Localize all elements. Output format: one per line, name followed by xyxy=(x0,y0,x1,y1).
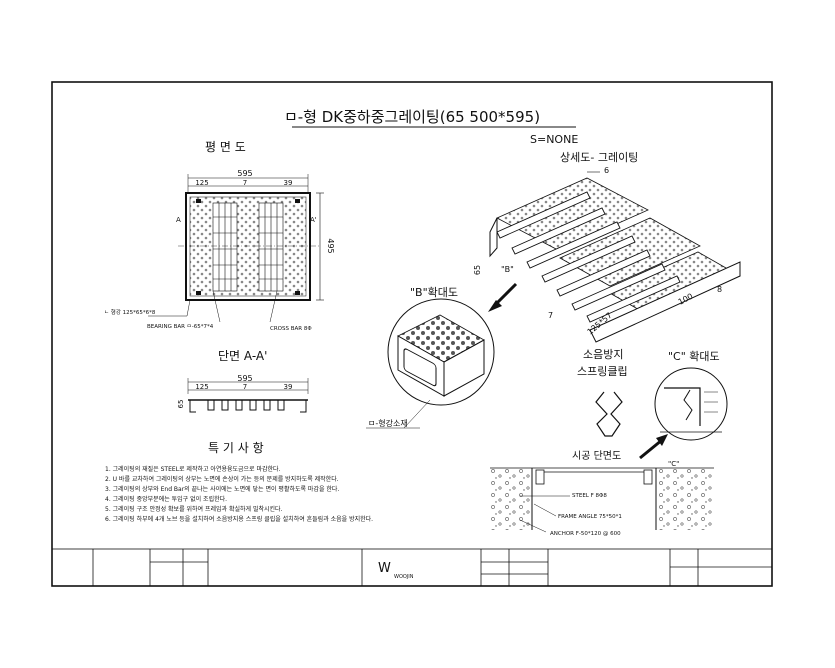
plan-seg-2: 7 xyxy=(243,179,247,187)
isometric-grating: 6 65 "B" 7 125*57 100 8 xyxy=(473,166,741,343)
section-mark-a-prime: A' xyxy=(310,216,317,224)
plan-height-dim: 495 xyxy=(326,238,335,253)
section-mark-a: A xyxy=(176,216,181,224)
clip-title-2: 스프링클립 xyxy=(577,365,628,378)
drawing-title: ㅁ-형 DK중하중그레이팅(65 500*595) xyxy=(284,108,540,126)
note-anchor: ANCHOR F-50*120 @ 600 xyxy=(550,531,621,537)
plan-width-dim: 595 xyxy=(237,169,252,178)
detail-dim-bar: 8 xyxy=(717,285,722,294)
spec-item: 6. 그레이팅 하부에 4개 노브 등을 설치하여 소음방지용 스프링 클립을 … xyxy=(105,515,373,523)
enlarge-b-label: ㅁ-형강소재 xyxy=(368,418,408,428)
enlarge-c-title: "C" 확대도 xyxy=(668,350,720,363)
detail-dim-height: 65 xyxy=(473,265,482,275)
note-frame-angle: ㄴ 형강 125*65*6*8 xyxy=(104,309,156,316)
section-seg-3: 39 xyxy=(284,383,293,391)
section-seg-1: 125 xyxy=(195,383,208,391)
callout-c-label: "C" xyxy=(668,460,679,468)
specs-list: 1. 그레이팅의 재질은 STEEL로 제작하고 아연용융도금으로 마감한다. … xyxy=(105,465,373,523)
install-title: 시공 단면도 xyxy=(572,450,621,462)
spec-item: 3. 그레이팅의 상부와 End Bar의 끝나는 사이에는 노면에 닿는 면이… xyxy=(105,485,339,493)
enlarge-b-title: "B"확대도 xyxy=(410,286,458,299)
enlarge-b-view xyxy=(366,298,495,429)
section-view: 595 125 7 39 65 xyxy=(177,374,309,413)
specs-title: 특 기 사 항 xyxy=(208,441,264,455)
plan-seg-1: 125 xyxy=(195,179,208,187)
spec-item: 5. 그레이팅 구조 안정성 확보를 위하여 프레임과 확실하게 밀착시킨다. xyxy=(105,505,283,513)
callout-b-label: "B" xyxy=(501,265,514,274)
company-name: WOOJIN xyxy=(394,574,414,580)
note-bearing-bar: BEARING BAR ㅁ-65*7*4 xyxy=(147,324,214,330)
clip-title-1: 소음방지 xyxy=(583,348,623,361)
arrow-c xyxy=(639,438,663,460)
spec-item: 2. U 바를 교차하여 그레이팅의 상부는 노면에 손상이 가는 등의 문제를… xyxy=(105,475,339,483)
plan-view: 595 125 7 39 A A' 495 ㄴ 형강 125*65* xyxy=(104,169,335,332)
spec-item: 1. 그레이팅의 재질은 STEEL로 제작하고 아연용융도금으로 마감한다. xyxy=(105,465,281,473)
plan-seg-3: 39 xyxy=(284,179,293,187)
install-section-view: "C" STEEL F 8Φ8 FRAME ANGLE 75*50*1 ANCH… xyxy=(490,460,714,537)
spring-clip-drawing xyxy=(595,391,623,437)
section-title: 단면 A-A' xyxy=(218,349,267,363)
spec-item: 4. 그레이팅 중앙부분에는 투입구 없이 조립한다. xyxy=(105,495,227,503)
note-cross-bar: CROSS BAR 8Φ xyxy=(270,326,312,332)
plan-title: 평 면 도 xyxy=(205,140,246,154)
section-height-dim: 65 xyxy=(177,400,185,409)
company-logo: W xyxy=(378,561,391,576)
note-steel: STEEL F 8Φ8 xyxy=(572,493,607,499)
section-width-dim: 595 xyxy=(237,374,252,383)
section-seg-2: 7 xyxy=(243,383,247,391)
detail-dim-gap: 7 xyxy=(548,311,553,320)
detail-dim-top: 6 xyxy=(604,166,609,175)
note-frame-angle-install: FRAME ANGLE 75*50*1 xyxy=(558,514,622,520)
scale-label: S=NONE xyxy=(530,133,578,146)
title-block xyxy=(51,548,773,587)
enlarge-c-view xyxy=(654,367,728,441)
detail-title: 상세도- 그레이팅 xyxy=(560,151,638,164)
